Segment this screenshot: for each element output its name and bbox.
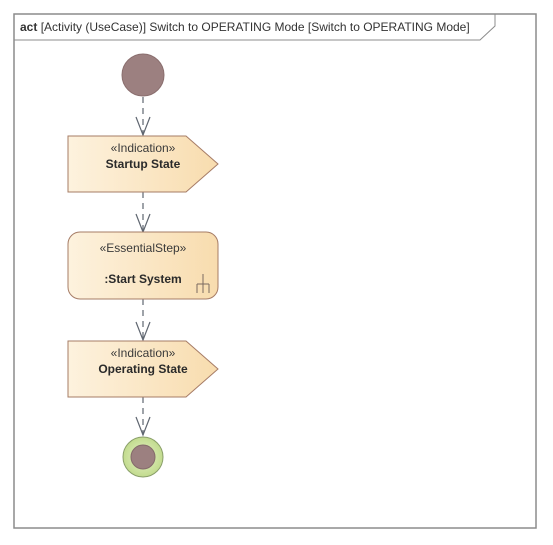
arrowhead-3 xyxy=(135,321,151,342)
start-system-name: :Start System xyxy=(104,272,181,286)
operating-state-stereotype: «Indication» xyxy=(111,346,176,360)
node-start-system[interactable]: «EssentialStep» :Start System xyxy=(67,231,219,300)
activity-final-node[interactable] xyxy=(122,436,164,478)
operating-state-name: Operating State xyxy=(98,362,188,376)
node-startup-state[interactable]: «Indication» Startup State xyxy=(67,135,219,193)
startup-state-stereotype: «Indication» xyxy=(111,141,176,155)
startup-state-shape xyxy=(67,135,219,193)
frame-title-text: [Activity (UseCase)] Switch to OPERATING… xyxy=(41,20,470,34)
frame-title-tab xyxy=(14,14,496,41)
frame-keyword: act xyxy=(20,20,37,34)
startup-state-name: Startup State xyxy=(106,157,181,171)
initial-node[interactable] xyxy=(121,53,165,97)
frame-title: act [Activity (UseCase)] Switch to OPERA… xyxy=(20,20,470,34)
rake-icon xyxy=(196,274,210,293)
node-operating-state[interactable]: «Indication» Operating State xyxy=(67,340,219,398)
arrowhead-4 xyxy=(135,416,151,437)
operating-state-shape xyxy=(67,340,219,398)
final-node-inner xyxy=(130,444,156,470)
start-system-stereotype: «EssentialStep» xyxy=(100,241,187,255)
start-system-shape xyxy=(67,231,219,300)
arrowhead-1 xyxy=(135,116,151,137)
